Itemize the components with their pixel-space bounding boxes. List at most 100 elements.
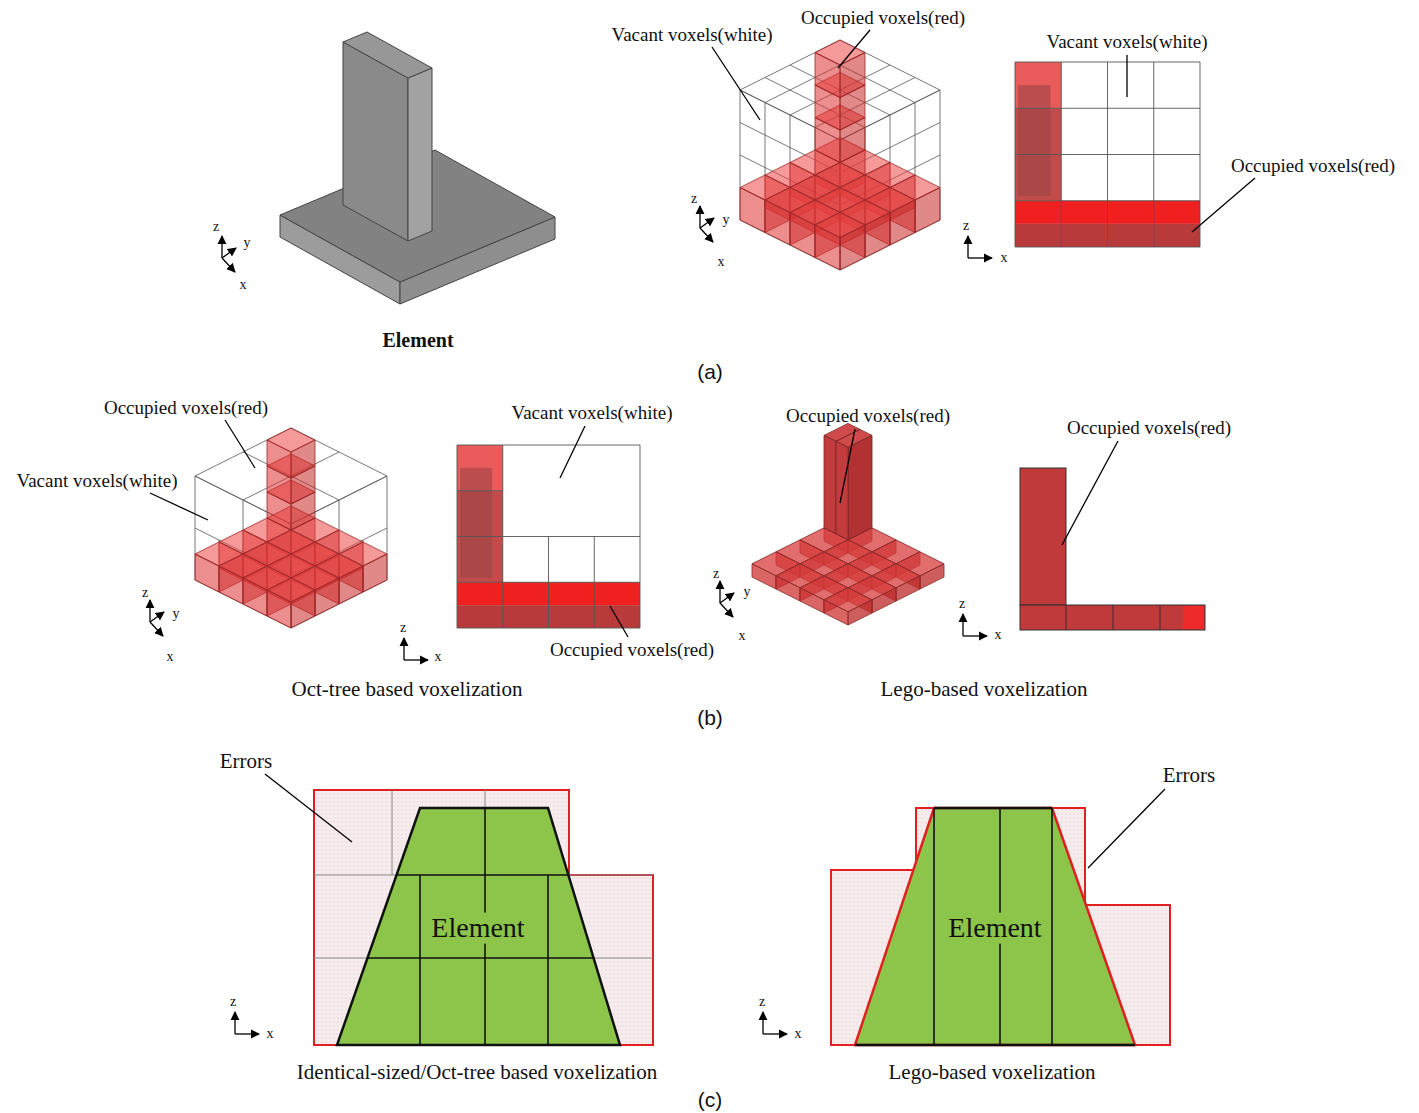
voxel-side [896, 576, 920, 601]
axis-label: z [213, 219, 219, 234]
voxel-side [219, 566, 243, 604]
voxel-side [315, 578, 339, 616]
element-label: Element [428, 913, 527, 944]
panel-letter: (a) [697, 360, 723, 383]
leader-line [1062, 441, 1118, 545]
leader-line [1088, 789, 1165, 868]
column-top [343, 32, 432, 78]
leader-line [560, 426, 585, 478]
voxel-side [824, 435, 836, 533]
axis-label: x [267, 1026, 274, 1041]
grid-line [1015, 62, 1200, 63]
axis-label: y [173, 606, 180, 621]
leader-line [1126, 55, 1127, 97]
axis-triad [222, 236, 236, 272]
occupied-cell [1018, 85, 1050, 196]
column-face [408, 68, 432, 241]
grid-line [855, 1044, 1135, 1047]
axis-arrow [222, 258, 235, 272]
axis-label: x [167, 649, 174, 664]
leader-line [1192, 178, 1255, 232]
grid-line [457, 582, 640, 583]
voxel-side [195, 554, 219, 592]
voxel-side [752, 564, 776, 589]
grid-line [457, 536, 640, 537]
axis-label: x [995, 627, 1002, 642]
panel-caption: Lego-based voxelization [888, 1061, 1095, 1084]
voxel-side [267, 440, 291, 478]
voxel-side [890, 200, 915, 245]
callout-label: Vacant voxels(white) [612, 25, 773, 46]
leader-line [225, 420, 255, 468]
axis-label: z [963, 218, 969, 233]
voxel-side [815, 225, 840, 270]
axis-triad [720, 581, 734, 617]
axis-arrow [963, 635, 987, 636]
axis-arrow [149, 600, 150, 622]
voxel-side [840, 225, 865, 270]
callout-label: Occupied voxels(red) [104, 398, 268, 419]
panel-caption: Identical-sized/Oct-tree based voxelizat… [297, 1061, 657, 1084]
axis-arrow [221, 236, 222, 258]
callout-label: Occupied voxels(red) [786, 406, 950, 427]
callout-label: Vacant voxels(white) [1047, 32, 1208, 53]
callout-label: Occupied voxels(red) [801, 8, 965, 29]
callout-label: Occupied voxels(red) [1067, 418, 1231, 439]
voxel-side [840, 53, 865, 98]
axis-arrow [699, 206, 700, 228]
axis-label: z [959, 596, 965, 611]
panel-caption: Oct-tree based voxelization [292, 678, 523, 701]
element-label: Element [382, 329, 453, 351]
axis-label: x [240, 277, 247, 292]
grid-line [1066, 605, 1067, 630]
axis-label: x [739, 628, 746, 643]
callout-label: Errors [1163, 764, 1215, 787]
axis-triad [404, 638, 428, 660]
leader-line [610, 606, 628, 637]
axis-arrow [720, 593, 734, 603]
axis-label: y [723, 212, 730, 227]
axis-triad [700, 206, 714, 242]
voxel-side [243, 578, 267, 616]
grid-line [314, 875, 653, 876]
grid-line [1015, 108, 1200, 109]
axis-arrow [234, 1012, 235, 1034]
element-label: Element [945, 913, 1044, 944]
axis-triad [968, 236, 992, 258]
axis-arrow [720, 603, 733, 617]
axis-arrow [150, 612, 164, 622]
voxel-side [776, 576, 800, 601]
octree-voxel-section [457, 445, 640, 628]
leader-line [838, 30, 870, 68]
axis-triad [150, 600, 164, 636]
voxel-side [291, 440, 315, 478]
axis-triad [963, 614, 987, 636]
panel-letter: (c) [698, 1088, 723, 1111]
voxel-side [815, 53, 840, 98]
lego-voxels [752, 423, 944, 625]
voxel-side [790, 213, 815, 258]
axis-arrow [700, 218, 714, 228]
voxel-side [740, 188, 765, 233]
grid-line [1160, 605, 1161, 630]
grid-line [457, 445, 640, 446]
axis-arrow [404, 659, 428, 660]
axis-label: z [142, 585, 148, 600]
grid-line [392, 790, 393, 875]
grid-line [547, 875, 549, 1045]
callout-label: Vacant voxels(white) [17, 471, 178, 492]
axis-label: x [435, 649, 442, 664]
voxel-side [800, 588, 824, 613]
leader-lines [150, 30, 1255, 868]
axis-label: z [691, 191, 697, 206]
leader-line [840, 429, 855, 503]
callout-label: Vacant voxels(white) [512, 403, 673, 424]
grid-line [1113, 605, 1114, 630]
axis-label: z [230, 994, 236, 1009]
grid-line [419, 875, 421, 1045]
element-shape [855, 808, 1135, 1045]
lego-slab [1020, 605, 1205, 630]
occupied-cell [460, 468, 492, 578]
panel-caption: Lego-based voxelization [880, 678, 1087, 701]
